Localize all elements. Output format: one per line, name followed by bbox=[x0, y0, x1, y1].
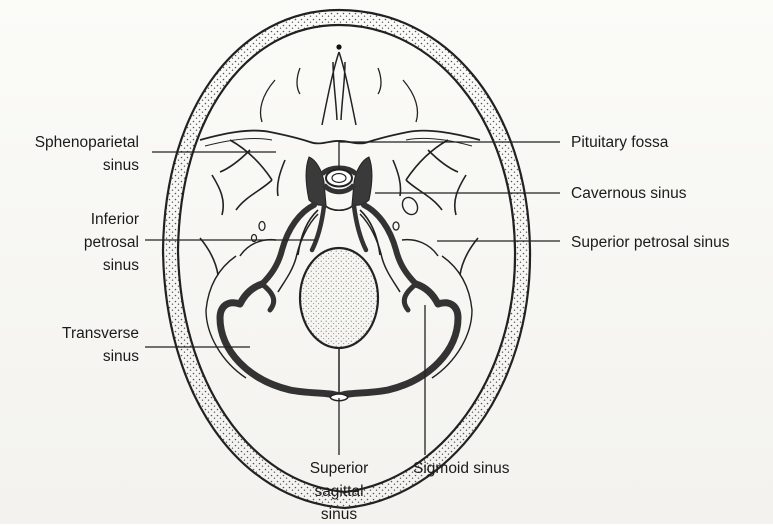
leader-pituitary bbox=[339, 142, 560, 170]
label-transverse-sinus: Transverse sinus bbox=[62, 322, 139, 368]
crista-galli bbox=[322, 52, 356, 125]
meningeal-grooves-right bbox=[393, 140, 478, 275]
meningeal-grooves-left bbox=[200, 140, 285, 275]
label-sigmoid-sinus: Sigmoid sinus bbox=[413, 457, 510, 480]
label-sphenoparietal-sinus: Sphenoparietal sinus bbox=[35, 131, 139, 177]
sigmoid-sinus-inner-right bbox=[404, 284, 416, 310]
foramen-caecum bbox=[336, 44, 341, 49]
foramen-spinosum-right bbox=[393, 222, 399, 230]
orbital-roof-right bbox=[378, 68, 417, 122]
cavernous-sinus-left bbox=[306, 157, 326, 205]
foramen-ovale-right bbox=[399, 195, 420, 218]
sigmoid-sinus-inner-left bbox=[262, 284, 274, 310]
inferior-petrosal-sinus-right bbox=[354, 206, 366, 250]
label-inferior-petrosal-sinus: Inferior petrosal sinus bbox=[84, 208, 139, 277]
label-cavernous-sinus: Cavernous sinus bbox=[571, 182, 686, 205]
pituitary-fossa bbox=[326, 170, 352, 187]
label-superior-petrosal-sinus: Superior petrosal sinus bbox=[571, 231, 730, 254]
inferior-petrosal-sinus-left bbox=[312, 206, 324, 250]
foramen-magnum bbox=[300, 248, 378, 348]
label-superior-sagittal-sinus: Superior sagittal sinus bbox=[294, 457, 384, 526]
label-pituitary-fossa: Pituitary fossa bbox=[571, 131, 668, 154]
cavernous-sinus-right bbox=[352, 157, 372, 205]
foramen-left bbox=[259, 222, 265, 231]
orbital-roof-left bbox=[261, 68, 300, 122]
